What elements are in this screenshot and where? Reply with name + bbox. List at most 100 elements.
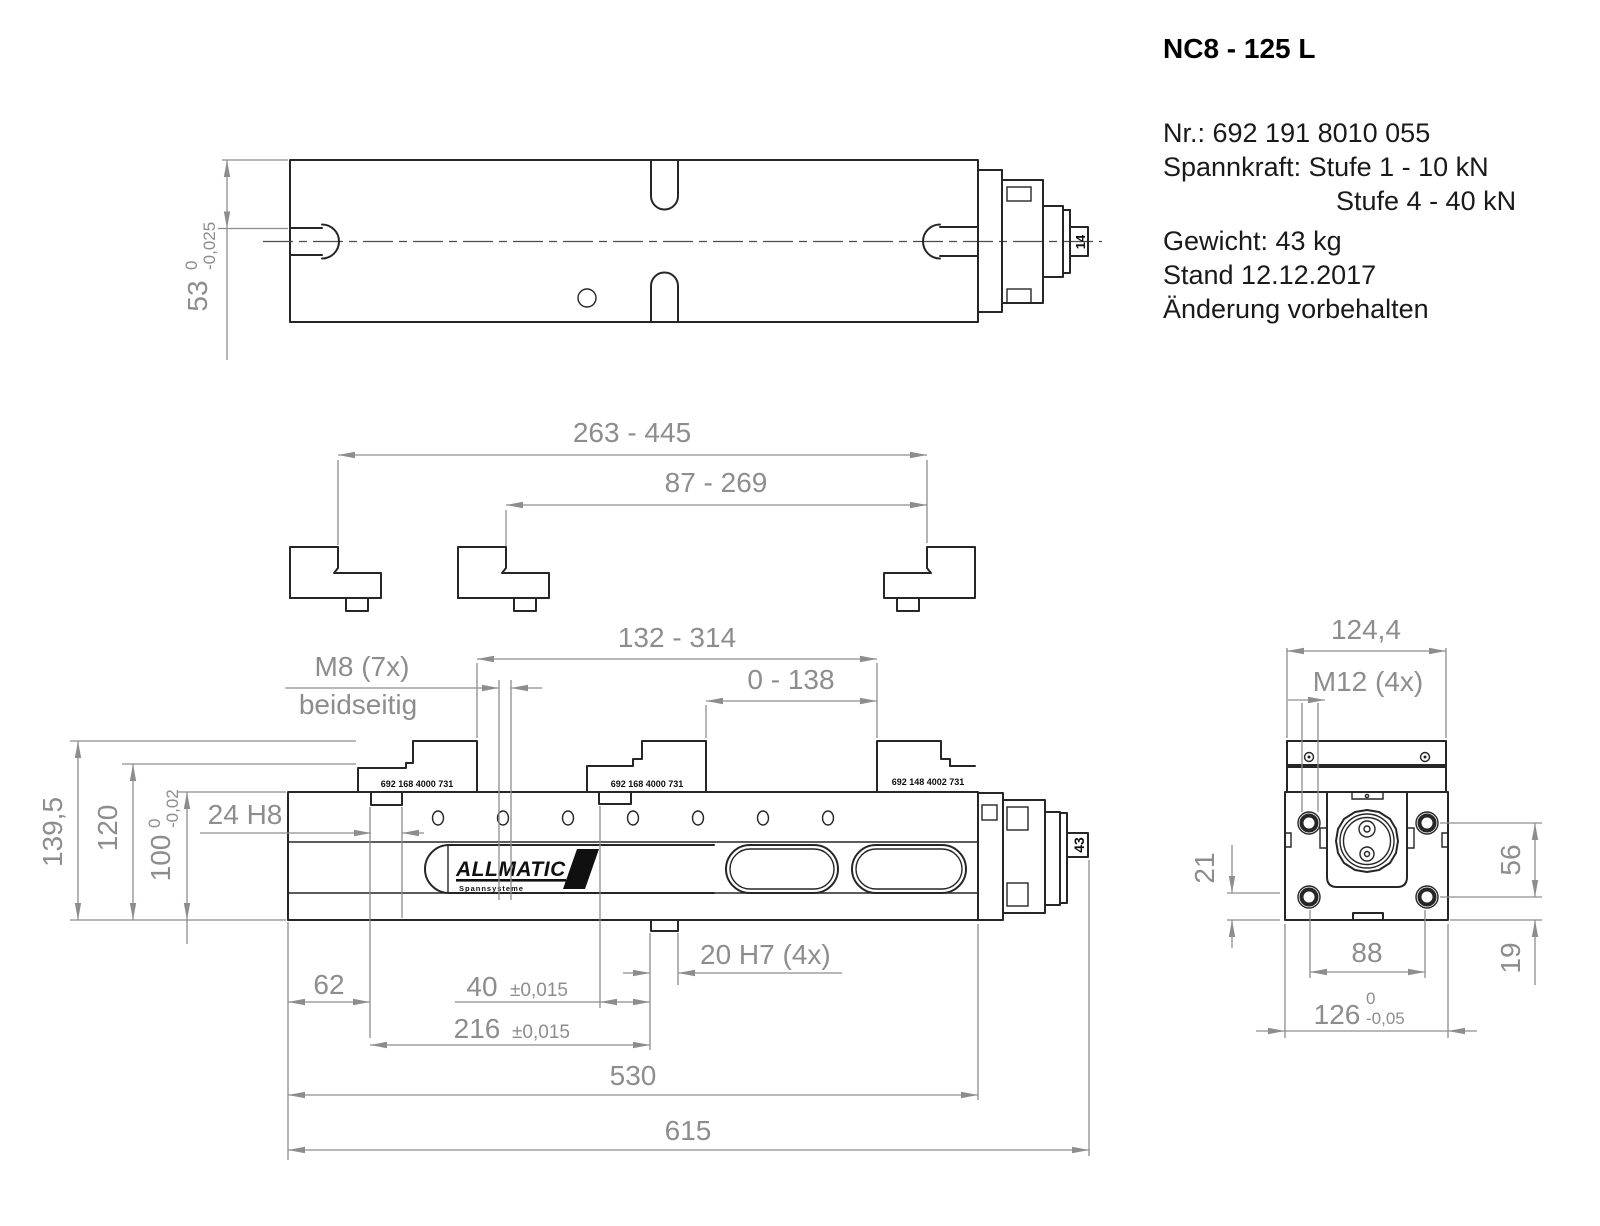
note-m8: M8 (7x) beidseitig [285,651,542,900]
loose-jaw-middle [457,546,550,612]
side-drive-socket [1335,809,1399,873]
dim-21: 21 [1189,845,1280,948]
top-view-upper-slot [650,159,679,211]
dim-20h7-value: 20 H7 (4x) [700,939,831,970]
dim-88-value: 88 [1351,937,1382,968]
part-number: Nr.: 692 191 8010 055 [1163,118,1430,148]
top-view-hole [577,288,597,308]
top-view-lower-slot [650,271,679,323]
side-pocket-tab [1351,793,1384,800]
loose-jaw-left [289,546,382,612]
note-m12-text: M12 (4x) [1313,666,1423,697]
base-key-tenon [650,919,679,932]
allmatic-logo: ALLMATIC Spannsysteme [455,849,599,893]
logo-capsule [424,844,715,894]
dim-100-tol-upper: 0 [145,819,164,828]
dim-263-445: 263 - 445 [337,417,928,545]
dim-62-value: 62 [313,969,344,1000]
dim-139-5: 139,5 [37,740,356,921]
dim-126: 126 0 -0,05 [1256,924,1477,1038]
dim-87-269: 87 - 269 [505,467,927,546]
guide-groove-24h8 [370,791,403,806]
dim-120: 120 [92,763,356,920]
dim-126-value: 126 [1314,999,1361,1030]
note-m8-text2: beidseitig [299,689,417,720]
clamping-force-1: Spannkraft: Stufe 1 - 10 kN [1163,152,1489,182]
dim-21-value: 21 [1189,852,1220,883]
dim-216-value: 216 [454,1013,501,1044]
dim-40-tol: ±0,015 [510,980,568,1001]
dim-132-314-value: 132 - 314 [618,622,736,653]
dim-19: 19 [1495,920,1539,985]
front-jaw-right [876,740,976,793]
dim-53-value: 53 [182,280,213,311]
dim-100-tol-lower: -0,02 [163,789,182,828]
top-view-spindle-mechanism [977,169,1089,313]
dim-40: 40 ±0,015 [455,971,650,1006]
revision-date: Stand 12.12.2017 [1163,260,1376,290]
dim-88: 88 [1309,910,1426,978]
svg-text:43: 43 [1071,837,1087,853]
side-view: 124,4 M12 (4x) 21 56 19 [1189,614,1542,1038]
side-pocket-notches [1319,827,1415,849]
dim-56: 56 [1440,822,1542,921]
weight: Gewicht: 43 kg [1163,226,1342,256]
change-notice: Änderung vorbehalten [1163,294,1429,324]
dim-53-tol-lower: -0,025 [200,222,219,270]
dim-62: 62 [288,969,370,1006]
front-jaw-fixed [357,740,478,793]
logo-sub-text: Spannsysteme [459,884,524,893]
dim-124-4-value: 124,4 [1331,614,1401,645]
dim-87-269-value: 87 - 269 [665,467,768,498]
dim-56-value: 56 [1495,844,1526,875]
dim-216: 216 ±0,015 [370,1013,650,1049]
dim-263-445-value: 263 - 445 [573,417,691,448]
dim-24h8-value: 24 H8 [208,799,283,830]
side-edge-notches [1285,832,1448,848]
side-bottom-notch [1352,912,1384,921]
side-pocket-tab-dot [1364,793,1370,799]
plate-label-left: 692 168 4000 731 [381,779,454,789]
plate-label-middle: 692 168 4000 731 [611,779,684,789]
dim-530-value: 530 [610,1060,657,1091]
clamping-force-2: Stufe 4 - 40 kN [1336,186,1516,216]
dim-124-4: 124,4 [1286,614,1447,738]
dim-216-tol: ±0,015 [512,1022,570,1043]
loose-jaw-right [883,546,976,612]
drawing-title: NC8 - 125 L [1163,33,1316,64]
dim-53-tol-upper: 0 [182,261,201,270]
logo-flag-icon [563,849,599,889]
dim-0-138-value: 0 - 138 [747,664,834,695]
dim-24h8: 24 H8 [200,799,424,837]
top-view-left-slot [289,223,340,260]
front-jaw-middle [586,740,707,793]
spindle-width-label: 14 [1073,234,1088,249]
side-m12-holes [1297,811,1439,909]
dim-120-value: 120 [92,805,123,852]
dim-43: 43 [1071,837,1087,853]
dim-615-value: 615 [665,1115,712,1146]
top-view-right-slot [922,223,979,260]
info-block: NC8 - 125 L Nr.: 692 191 8010 055 Spannk… [1163,33,1516,324]
dim-530: 530 [288,1060,978,1099]
front-slot-ovals [725,844,967,894]
jaw-range-view: 263 - 445 87 - 269 [289,417,976,612]
top-view: 14 53 0 -0,025 [182,159,1102,360]
dim-126-tol-upper: 0 [1366,989,1375,1008]
guide-groove-middle [598,791,632,805]
front-view: 692 168 4000 731 692 168 4000 731 692 14… [37,622,1090,1160]
dim-19-value: 19 [1495,942,1526,973]
note-m12: M12 (4x) [1288,666,1423,812]
dim-615: 615 [288,1115,1089,1154]
dim-100-value: 100 [145,835,176,882]
svg-text:14: 14 [1073,234,1088,249]
dim-0-138: 0 - 138 [705,664,877,738]
m8-holes [431,810,835,826]
side-body [1284,791,1449,921]
logo-brand-text: ALLMATIC [455,858,566,881]
dim-20h7: 20 H7 (4x) [623,939,842,977]
bottom-extension-lines [287,806,1090,1160]
note-m8-text: M8 (7x) [315,651,410,682]
